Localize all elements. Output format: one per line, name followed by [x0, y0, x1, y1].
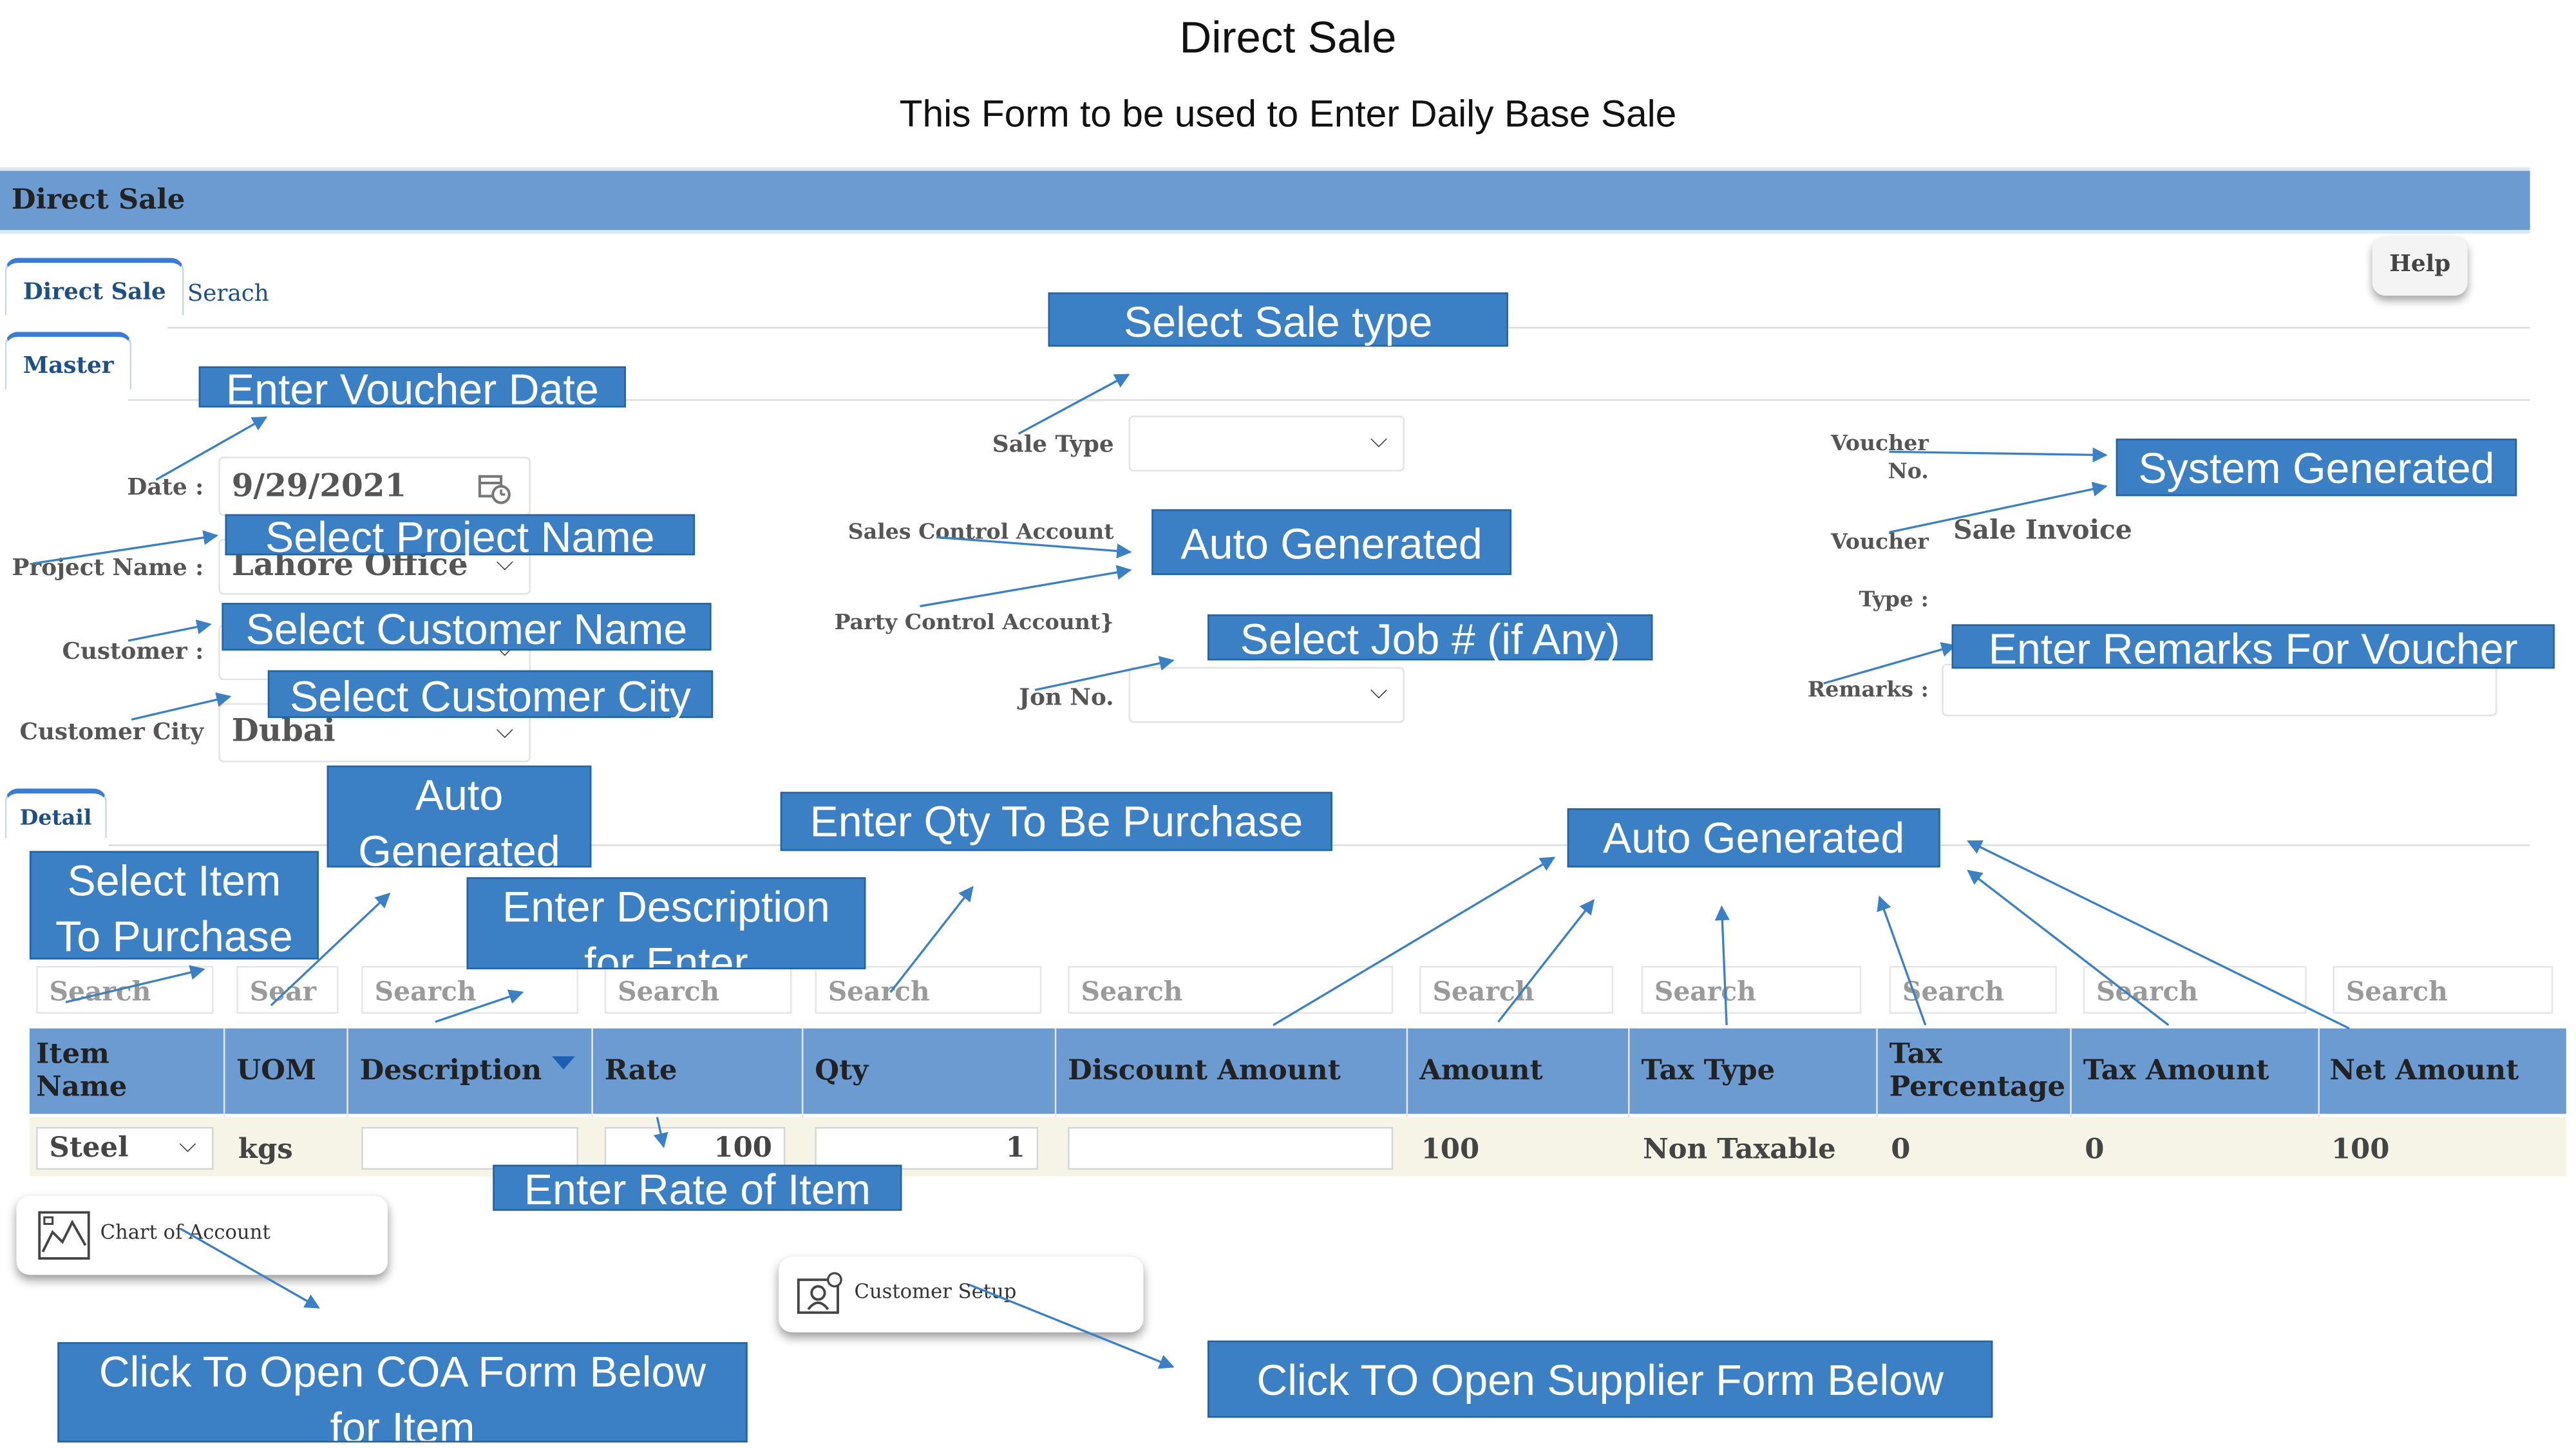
voucher-type-label: Voucher — [1831, 530, 1929, 556]
search-qty[interactable]: Search — [815, 965, 1042, 1014]
column-divider — [1054, 1028, 1057, 1177]
remarks-field[interactable] — [1942, 663, 2497, 717]
callout-system-generated: System Generated — [2116, 439, 2517, 497]
callout-customer-city: Select Customer City — [267, 670, 714, 721]
search-tax-type[interactable]: Search — [1641, 965, 1862, 1014]
sale-type-label: Sale Type — [992, 431, 1114, 459]
date-field[interactable]: 9/29/2021 — [218, 457, 531, 516]
search-tax-percentage[interactable]: Search — [1889, 965, 2057, 1014]
tab-master[interactable]: Master — [5, 332, 132, 390]
column-header-uom[interactable]: UOM — [236, 1054, 316, 1088]
voucher-type-label-2: Type : — [1859, 588, 1929, 613]
search-rate[interactable]: Search — [604, 965, 792, 1014]
search-discount[interactable]: Search — [1068, 965, 1394, 1014]
chart-of-account-button[interactable]: Chart of Account — [16, 1196, 388, 1275]
date-label: Date : — [127, 475, 204, 502]
column-divider — [2070, 1028, 2072, 1177]
tab-direct-sale[interactable]: Direct Sale — [5, 258, 184, 316]
column-header-qty[interactable]: Qty — [815, 1054, 869, 1088]
document-subtitle: This Form to be used to Enter Daily Base… — [899, 91, 1677, 135]
column-header-discount-amount[interactable]: Discount Amount — [1068, 1054, 1341, 1088]
tax-percentage-cell: 0 — [1891, 1133, 1911, 1167]
column-header-amount[interactable]: Amount — [1419, 1054, 1543, 1088]
column-divider — [1406, 1028, 1408, 1177]
qty-input[interactable]: 1 — [815, 1126, 1039, 1170]
customer-city-value: Dubai — [231, 713, 336, 750]
callout-enter-qty: Enter Qty To Be Purchase — [780, 791, 1332, 851]
customer-city-label: Customer City — [19, 719, 204, 746]
chevron-down-icon: ⌵ — [496, 717, 514, 744]
item-name-select[interactable]: Steel ⌵ — [36, 1126, 214, 1170]
callout-auto-generated-accounts: Auto Generated — [1151, 509, 1511, 575]
customer-setup-label: Customer Setup — [854, 1280, 1017, 1303]
tab-search[interactable]: Serach — [187, 281, 269, 308]
column-divider — [1628, 1028, 1630, 1177]
column-divider — [2318, 1028, 2320, 1177]
voucher-type-value: Sale Invoice — [1953, 514, 2132, 545]
grid-header — [29, 1028, 2566, 1114]
job-no-select[interactable]: ⌵ — [1128, 667, 1405, 723]
column-header-net-amount[interactable]: Net Amount — [2329, 1054, 2519, 1088]
date-value: 9/29/2021 — [231, 468, 407, 505]
column-divider — [801, 1028, 804, 1177]
callout-sale-type: Select Sale type — [1048, 292, 1508, 347]
callout-remarks: Enter Remarks For Voucher — [1951, 624, 2555, 672]
column-divider — [223, 1028, 225, 1177]
tax-type-cell: Non Taxable — [1643, 1133, 1836, 1167]
callout-open-supplier: Click TO Open Supplier Form Below — [1207, 1340, 1993, 1418]
column-divider — [591, 1028, 593, 1177]
master-divider — [128, 399, 2530, 401]
column-divider — [346, 1028, 348, 1177]
search-net-amount[interactable]: Search — [2333, 965, 2553, 1014]
job-no-label: Jon No. — [1019, 685, 1114, 712]
customer-setup-button[interactable]: Customer Setup — [779, 1256, 1144, 1332]
callout-select-job: Select Job # (if Any) — [1207, 614, 1653, 662]
project-label: Project Name : — [12, 555, 204, 582]
net-amount-cell: 100 — [2331, 1133, 2390, 1167]
discount-input[interactable] — [1068, 1126, 1394, 1170]
tax-amount-cell: 0 — [2085, 1133, 2105, 1167]
column-header-tax-type[interactable]: Tax Type — [1641, 1054, 1776, 1088]
callout-project-name: Select Project Name — [225, 514, 696, 558]
callout-voucher-date: Enter Voucher Date — [198, 366, 626, 411]
column-header-description[interactable]: Description — [359, 1054, 542, 1088]
voucher-no-label-2: No. — [1888, 460, 1929, 485]
help-button[interactable]: Help — [2372, 236, 2468, 296]
chevron-down-icon: ⌵ — [1370, 678, 1388, 705]
sale-type-select[interactable]: ⌵ — [1128, 415, 1405, 472]
column-header-rate[interactable]: Rate — [604, 1054, 677, 1088]
callout-customer-name: Select Customer Name — [222, 603, 712, 654]
description-input[interactable] — [361, 1126, 578, 1170]
window-title: Direct Sale — [11, 184, 185, 217]
uom-cell: kgs — [238, 1133, 293, 1167]
column-divider — [1876, 1028, 1878, 1177]
column-header-tax-amount[interactable]: Tax Amount — [2083, 1054, 2269, 1088]
chevron-down-icon: ⌵ — [179, 1132, 197, 1159]
customer-setup-icon — [795, 1270, 845, 1320]
document-title: Direct Sale — [1179, 13, 1397, 62]
chevron-down-icon: ⌵ — [1370, 427, 1388, 454]
callout-enter-rate: Enter Rate of Item — [493, 1164, 902, 1213]
customer-label: Customer : — [62, 639, 204, 666]
party-control-account-label: Party Control Account} — [834, 611, 1114, 636]
search-amount[interactable]: Search — [1419, 965, 1614, 1014]
calendar-icon[interactable] — [477, 470, 511, 504]
window-title-bar: Direct Sale — [0, 167, 2530, 234]
chart-icon — [36, 1209, 92, 1262]
amount-cell: 100 — [1421, 1133, 1480, 1167]
tab-detail[interactable]: Detail — [5, 788, 107, 838]
callout-auto-generated-totals: Auto Generated — [1567, 808, 1940, 867]
sort-desc-icon[interactable] — [552, 1056, 575, 1070]
